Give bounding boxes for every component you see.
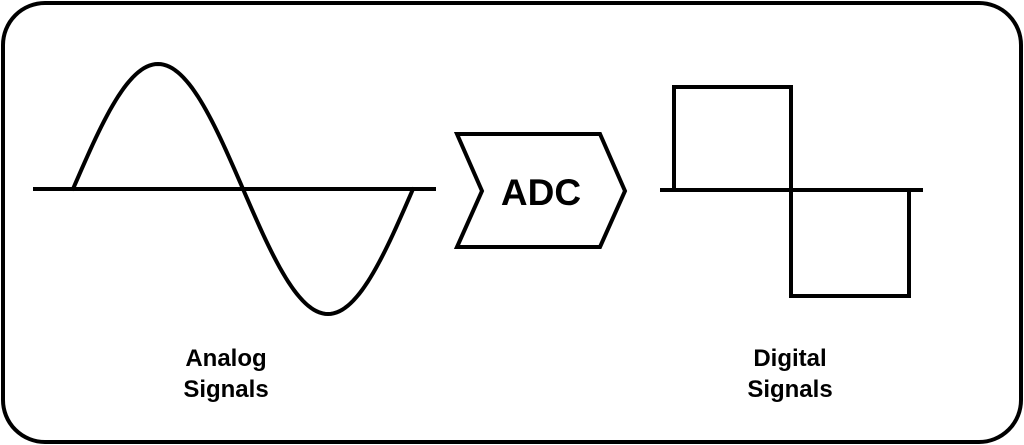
digital-label-line1: Digital [753,345,827,372]
analog-label-line1: Analog [185,345,267,372]
adc-chevron-shape [453,132,628,249]
analog-label-line2: Signals [183,376,269,403]
sine-wave [71,61,415,317]
analog-signals-label: Analog Signals [126,343,326,405]
digital-label-line2: Signals [747,376,833,403]
digital-signal-graphic [660,85,923,298]
square-wave [672,85,911,298]
adc-block: ADC [453,132,628,249]
adc-label: ADC [501,172,581,213]
analog-signal-graphic [33,61,436,317]
digital-signals-label: Digital Signals [690,343,890,405]
